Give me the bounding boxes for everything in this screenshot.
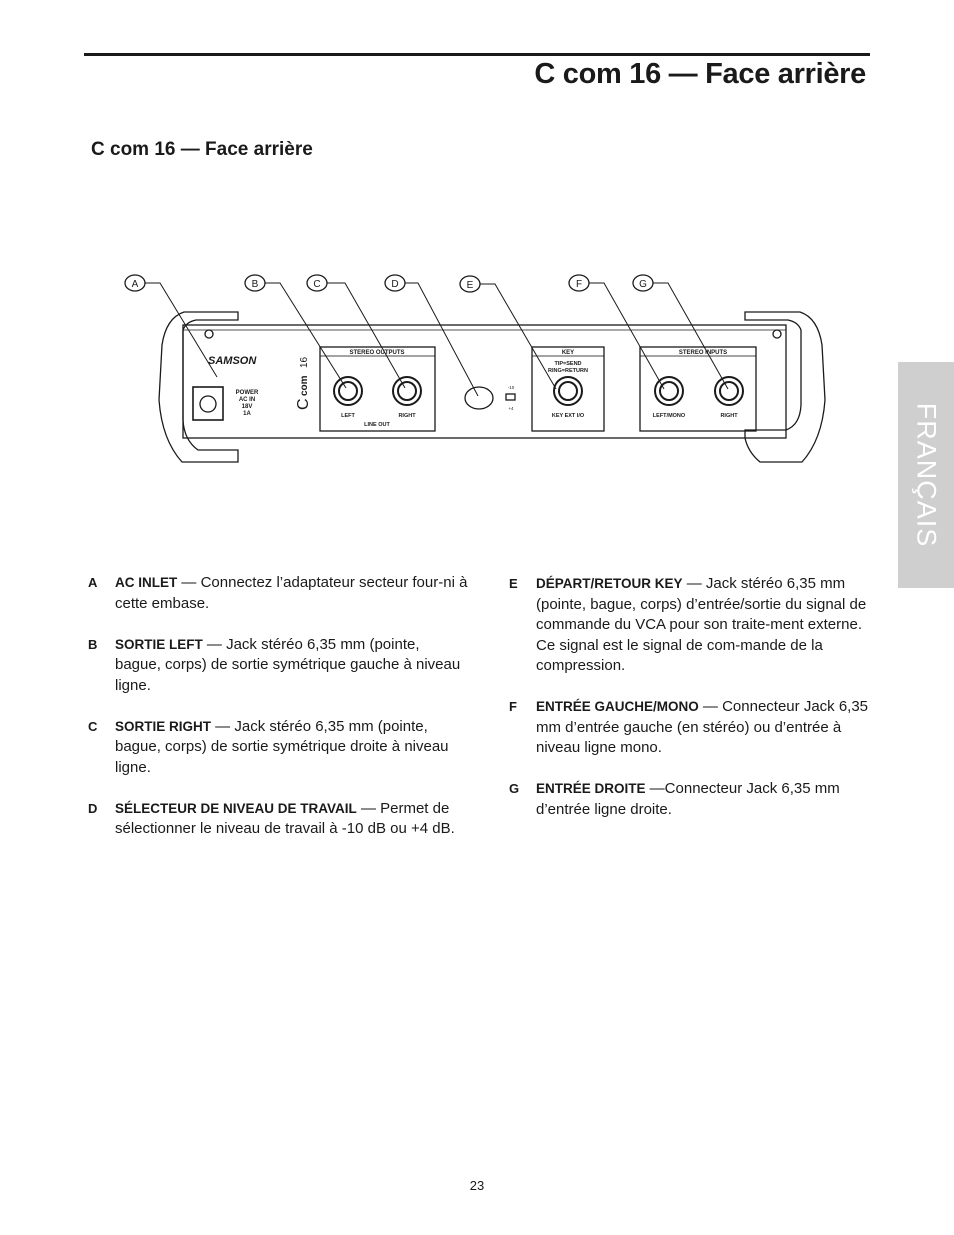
- item-letter: D: [88, 800, 98, 816]
- output-left-label: LEFT: [341, 413, 355, 419]
- left-screw: [204, 329, 214, 339]
- item-text: —Connecteur Jack 6,35 mm d’entrée ligne …: [536, 780, 840, 818]
- item-letter: E: [509, 576, 518, 591]
- input-right-jack-inner: [719, 381, 739, 401]
- key-jack: [553, 376, 583, 406]
- power-label-line-4: 1A: [243, 411, 251, 417]
- output-left-jack: [333, 376, 363, 406]
- input-right-jack: [714, 376, 744, 406]
- leader-line-e: [480, 283, 557, 390]
- item-term: SORTIE LEFT: [115, 636, 203, 652]
- callout-g-label: G: [639, 279, 647, 290]
- description-item-a: A AC INLET — Connectez l’adaptateur sect…: [88, 573, 468, 614]
- leader-line-b: [265, 282, 347, 389]
- key-ext-io-label: KEY EXT I/O: [552, 413, 585, 419]
- level-selector-button: [464, 386, 494, 410]
- callout-b-label: B: [252, 279, 259, 290]
- leader-line-d: [405, 282, 479, 397]
- leader-line-g: [653, 282, 729, 390]
- header-rule: [84, 53, 870, 56]
- descriptions-left-column: A AC INLET — Connectez l’adaptateur sect…: [88, 573, 468, 860]
- key-label: KEY: [562, 350, 574, 356]
- item-term: SÉLECTEUR DE NIVEAU DE TRAVAIL: [115, 800, 357, 816]
- item-term: ENTRÉE DROITE: [536, 781, 646, 796]
- description-item-f: F ENTRÉE GAUCHE/MONO — Connecteur Jack 6…: [509, 697, 869, 759]
- item-text: — Permet de sélectionner le niveau de tr…: [115, 799, 455, 838]
- output-left-jack-inner: [338, 381, 358, 401]
- item-letter: G: [509, 781, 520, 796]
- page-number: 23: [469, 1178, 485, 1193]
- callout-e-label: E: [467, 280, 474, 291]
- power-label-line-2: AC IN: [239, 397, 255, 403]
- power-label-line-1: POWER: [236, 390, 259, 396]
- leader-line-a: [145, 282, 218, 378]
- power-inlet-frame: [192, 386, 224, 421]
- description-item-c: C SORTIE RIGHT — Jack stéréo 6,35 mm (po…: [88, 717, 468, 779]
- item-term: ENTRÉE GAUCHE/MONO: [536, 699, 699, 714]
- brand-logo: SAMSON: [208, 355, 257, 367]
- item-text: — Connectez l’adaptateur secteur four-ni…: [115, 574, 468, 612]
- stereo-inputs-header: [639, 346, 757, 357]
- section-title: C com 16 — Face arrière: [91, 139, 313, 160]
- stereo-outputs-block: [319, 346, 436, 432]
- tip-send-label: TIP=SEND: [554, 361, 581, 367]
- item-letter: C: [88, 718, 98, 734]
- item-text: — Connecteur Jack 6,35 mm d’entrée gauch…: [536, 698, 869, 756]
- input-left-jack: [654, 376, 684, 406]
- callout-d-label: D: [391, 279, 398, 290]
- language-tab: FRANÇAIS: [898, 362, 954, 588]
- stereo-outputs-header: [319, 346, 436, 357]
- item-text: — Jack stéréo 6,35 mm (pointe, bague, co…: [115, 635, 461, 694]
- item-letter: B: [88, 636, 98, 652]
- description-item-e: E DÉPART/RETOUR KEY — Jack stéréo 6,35 m…: [509, 574, 869, 677]
- power-label-line-3: 18V: [242, 404, 253, 410]
- panel-body: [182, 324, 787, 439]
- callout-f-label: F: [576, 279, 582, 290]
- level-minus10-label: -10: [508, 385, 515, 390]
- output-right-label: RIGHT: [398, 413, 416, 419]
- power-inlet-socket: [199, 395, 217, 413]
- model-logo-com: com: [299, 375, 310, 396]
- leader-line-c: [327, 282, 406, 389]
- output-right-jack-inner: [397, 381, 417, 401]
- description-item-b: B SORTIE LEFT — Jack stéréo 6,35 mm (poi…: [88, 635, 468, 697]
- model-logo-c: C: [295, 398, 312, 410]
- callout-a-label: A: [132, 279, 139, 290]
- right-end-cap: [744, 311, 826, 463]
- key-jack-inner: [558, 381, 578, 401]
- item-text: — Jack stéréo 6,35 mm (pointe, bague, co…: [536, 575, 867, 674]
- leader-line-f: [589, 282, 665, 390]
- description-item-g: G ENTRÉE DROITE —Connecteur Jack 6,35 mm…: [509, 779, 869, 820]
- item-term: DÉPART/RETOUR KEY: [536, 576, 683, 591]
- input-right-label: RIGHT: [720, 413, 738, 419]
- callout-c-label: C: [313, 279, 320, 290]
- ring-return-label: RING=RETURN: [548, 368, 588, 374]
- item-text: — Jack stéréo 6,35 mm (pointe, bague, co…: [115, 717, 449, 776]
- item-letter: F: [509, 699, 517, 714]
- rear-panel-diagram: A B C D E F G SAMSON POWER AC IN 18V 1A …: [124, 274, 826, 463]
- description-item-d: D SÉLECTEUR DE NIVEAU DE TRAVAIL — Perme…: [88, 799, 468, 840]
- descriptions-right-column: E DÉPART/RETOUR KEY — Jack stéréo 6,35 m…: [509, 574, 869, 841]
- stereo-outputs-label: STEREO OUTPUTS: [349, 350, 404, 356]
- model-logo-16: 16: [299, 356, 310, 368]
- page-title: C com 16 — Face arrière: [534, 58, 866, 90]
- key-header: [531, 346, 605, 357]
- right-screw: [772, 329, 782, 339]
- stereo-inputs-label: STEREO INPUTS: [679, 350, 727, 356]
- level-switch-indicator: [505, 393, 516, 401]
- level-plus4-label: +4: [508, 406, 514, 411]
- item-term: SORTIE RIGHT: [115, 718, 212, 734]
- input-left-jack-inner: [659, 381, 679, 401]
- item-term: AC INLET: [115, 575, 178, 590]
- item-letter: A: [88, 575, 98, 590]
- output-right-jack: [392, 376, 422, 406]
- line-out-label: LINE OUT: [364, 422, 390, 428]
- input-left-mono-label: LEFT/MONO: [653, 413, 686, 419]
